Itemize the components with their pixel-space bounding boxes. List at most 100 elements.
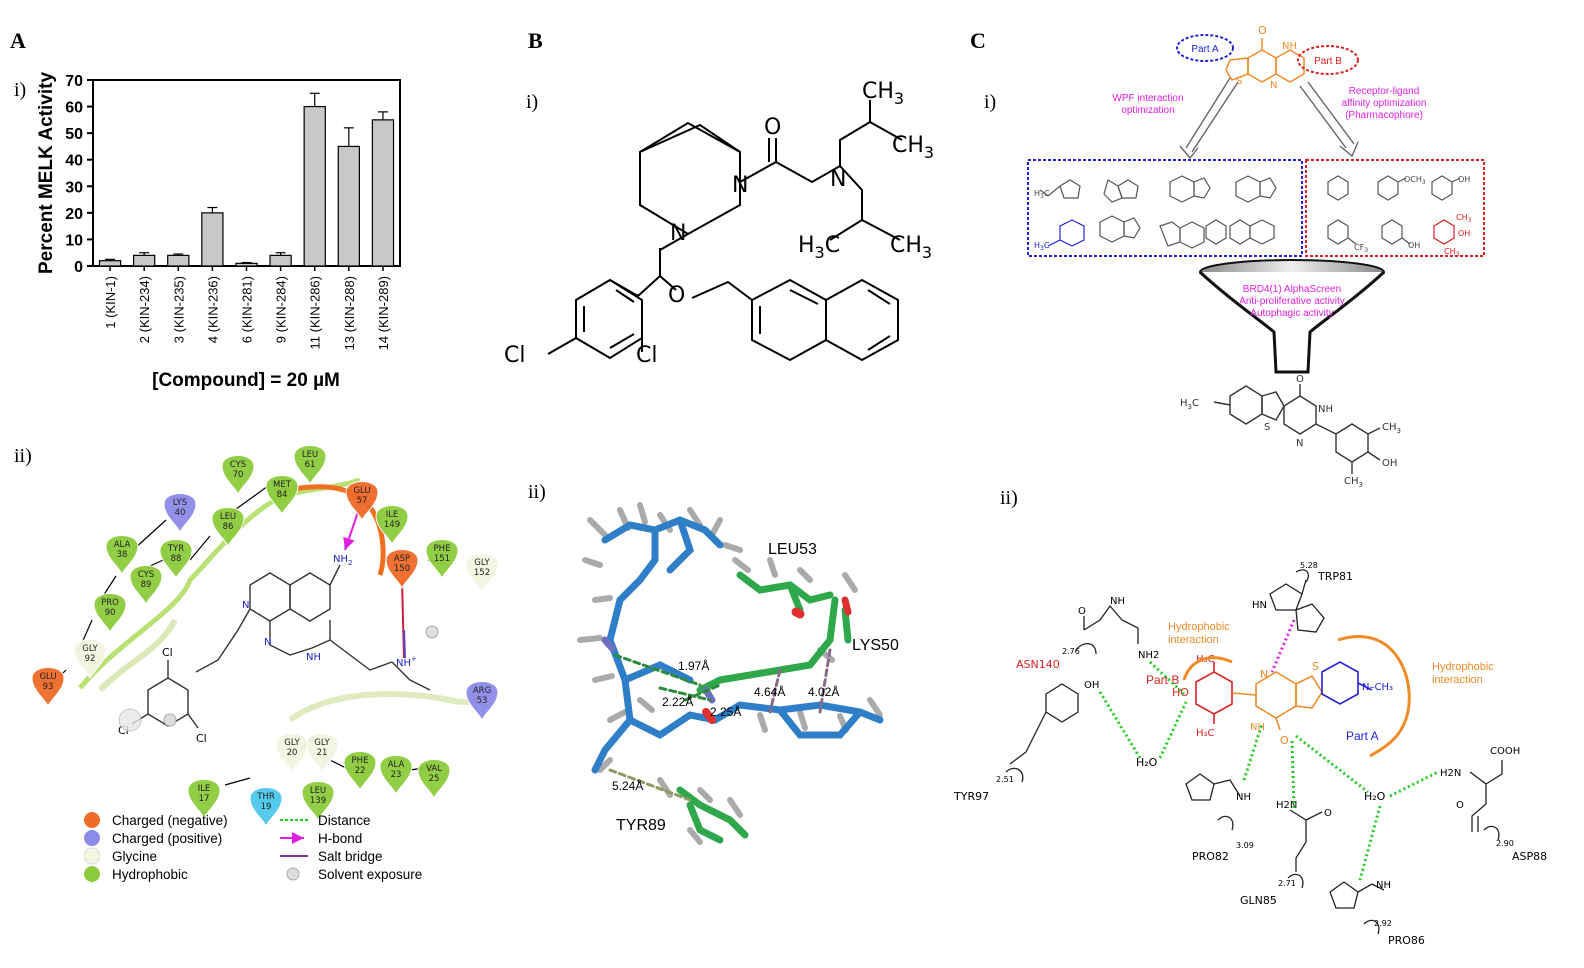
- receptor-line-2: affinity optimization: [1342, 98, 1427, 109]
- residue-name: GLU: [353, 486, 370, 496]
- residue-name: LYS: [173, 498, 187, 508]
- residue-shape: [73, 639, 107, 680]
- residue-shape: [293, 445, 327, 486]
- tyr97-dist: 2.51: [996, 775, 1014, 784]
- pro86-dist: 2.92: [1374, 919, 1392, 928]
- final-ch3-bottom: CH3: [1344, 476, 1363, 489]
- residue-number: 22: [355, 766, 366, 776]
- final-compound-skeleton: [1213, 384, 1381, 474]
- legend-glycine-label: Glycine: [112, 849, 157, 864]
- ligand-sticks-blue: [591, 516, 884, 774]
- wpf-line-1: WPF interaction: [1112, 93, 1183, 104]
- pi-interaction-magenta: [1270, 619, 1296, 673]
- chart-y-axis-label: Percent MELK Activity: [36, 72, 57, 274]
- residue-shape: [31, 667, 65, 708]
- residue-shape: [345, 481, 379, 522]
- bar: [235, 262, 258, 267]
- core-s: S: [1236, 76, 1242, 87]
- x-tick-label: 11 (KIN-286): [308, 276, 323, 349]
- final-oh: OH: [1382, 458, 1397, 469]
- ligand-a-cl1: Cl: [162, 646, 173, 659]
- residue-name: CYS: [230, 460, 246, 470]
- frag-oh-1: OH: [1458, 175, 1470, 184]
- residue-shape: [305, 733, 339, 774]
- x-tick-label: 2 (KIN-234): [137, 276, 152, 343]
- residue-name: ILE: [198, 784, 211, 794]
- mol-b-cl1: Cl: [504, 343, 525, 368]
- hydrophobic-arc-right: [1337, 635, 1411, 758]
- panel-letter-c: C: [970, 28, 986, 53]
- protein-sticks-green: [676, 571, 852, 844]
- trp81-dist: 5.28: [1300, 561, 1318, 570]
- trp81-label: TRP81: [1317, 570, 1353, 583]
- mol-b-o-ether: O: [668, 283, 685, 308]
- x-tick-label: 14 (KIN-289): [376, 276, 391, 350]
- residue-number: 23: [391, 770, 402, 780]
- funnel-body: [1198, 270, 1386, 374]
- solvent-exposure-circle-1: [425, 625, 439, 639]
- residue-number: 25: [429, 774, 440, 784]
- pro82-nh: NH: [1236, 792, 1251, 803]
- asp88-cooh: COOH: [1490, 746, 1520, 757]
- funnel-line-3: Autophagic activity: [1250, 308, 1333, 319]
- final-nh: NH: [1318, 404, 1333, 415]
- int-n-methyl: N–CH₃: [1362, 682, 1393, 693]
- final-o: O: [1296, 374, 1304, 385]
- legend-solvent-label: Solvent exposure: [318, 867, 422, 882]
- frag-h3c-b: H3C: [1034, 241, 1050, 252]
- docking-dist-1: 1.97Å: [678, 658, 709, 673]
- residue-name: GLU: [39, 672, 56, 682]
- part-b-options-box: [1305, 159, 1485, 257]
- part-a-ellipse: [1176, 34, 1234, 62]
- pocket-outline-green: [78, 477, 361, 690]
- legend-glycine-swatch: [83, 847, 101, 865]
- residue-number: 21: [317, 748, 328, 758]
- residue-name: PRO: [101, 598, 119, 608]
- legend-positive-label: Charged (positive): [112, 831, 222, 846]
- gln85-label: GLN85: [1240, 894, 1277, 907]
- panel-letter-b: B: [528, 28, 543, 53]
- frag-h3c-a: H3C: [1034, 189, 1050, 200]
- residue-name: THR: [256, 792, 275, 802]
- residue-number: 150: [394, 564, 410, 574]
- solvent-exposure-circle-3: [163, 713, 177, 727]
- bar: [98, 260, 122, 267]
- chart-x-axis-ticks: 1 (KIN-1)2 (KIN-234)3 (KIN-235)4 (KIN-23…: [103, 266, 391, 350]
- residue-shape: [105, 535, 139, 576]
- residue-shape: [465, 681, 499, 722]
- docking-dist-5: 4.02Å: [808, 684, 839, 699]
- arrow-left-hollow: [1179, 77, 1239, 160]
- legend-distance-label: Distance: [318, 813, 371, 828]
- frag-cf3: CF3: [1354, 243, 1368, 254]
- y-tick-label: 40: [65, 153, 83, 170]
- ligand-a-cl3: Cl: [118, 724, 129, 737]
- residue-number: 57: [357, 496, 368, 506]
- residue-number: 20: [287, 748, 298, 758]
- docking-tyr89-label: TYR89: [616, 817, 666, 834]
- interaction-diagram-c: H₃C HO H₃C S N N–CH₃ NH O Part B Part A …: [953, 561, 1547, 947]
- pocket-outline-left: [97, 618, 178, 693]
- legend-solvent-swatch: [286, 867, 300, 881]
- bar: [132, 254, 156, 267]
- int-part-a: Part A: [1346, 729, 1379, 743]
- residue-number: 90: [105, 608, 116, 618]
- ligand-a-nh2: NH2: [333, 554, 352, 567]
- x-tick-label: 4 (KIN-236): [205, 276, 220, 343]
- mol-b-n-amine: N: [830, 167, 846, 192]
- receptor-line-3: (Pharmacophore): [1345, 110, 1423, 121]
- residue-number: 53: [477, 696, 488, 706]
- pocket-outline-orange: [274, 484, 386, 576]
- y-tick-label: 60: [65, 100, 83, 117]
